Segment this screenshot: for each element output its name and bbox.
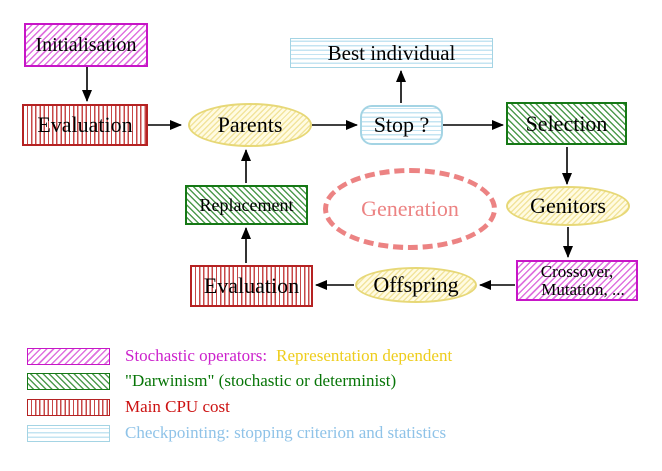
generation-label: Generation xyxy=(361,196,459,221)
legend-label-stochastic-operators: Stochastic operators: xyxy=(125,346,268,365)
legend-swatch-magenta-hatch xyxy=(27,347,110,365)
node-evaluation-bottom: Evaluation xyxy=(190,265,313,307)
legend-row-checkpointing: Checkpointing: stopping criterion and st… xyxy=(27,423,446,443)
node-replacement: Replacement xyxy=(185,185,308,225)
node-initialisation: Initialisation xyxy=(24,23,148,67)
node-stop: Stop ? xyxy=(360,105,443,145)
legend-swatch-red-stripes xyxy=(27,398,110,416)
crossover-mutation-label: Crossover, Mutation, ... xyxy=(529,261,625,299)
node-genitors: Genitors xyxy=(506,186,630,226)
legend-row-darwinism: "Darwinism" (stochastic or determinist) xyxy=(27,371,396,391)
legend-label-main-cpu-cost: Main CPU cost xyxy=(125,397,230,416)
crossover-line1: Crossover, xyxy=(540,261,614,281)
node-evaluation-top: Evaluation xyxy=(22,104,148,146)
node-offspring: Offspring xyxy=(355,267,477,303)
generation-cycle-ellipse: Generation xyxy=(323,168,497,250)
node-parents: Parents xyxy=(188,103,312,147)
legend-swatch-green-hatch xyxy=(27,372,110,390)
legend-label-darwinism: "Darwinism" (stochastic or determinist) xyxy=(125,371,397,390)
legend-label-representation-dependent: Representation dependent xyxy=(276,346,453,365)
legend-swatch-cyan-stripes xyxy=(27,424,110,442)
node-selection: Selection xyxy=(506,102,627,145)
node-crossover-mutation: Crossover, Mutation, ... xyxy=(516,260,638,301)
legend-label-checkpointing: Checkpointing: stopping criterion and st… xyxy=(125,423,447,442)
legend-row-stochastic: Stochastic operators: Representation dep… xyxy=(27,346,452,366)
crossover-line2: Mutation, ... xyxy=(541,279,625,299)
legend-row-cpu-cost: Main CPU cost xyxy=(27,397,230,417)
node-best-individual: Best individual xyxy=(290,38,493,68)
